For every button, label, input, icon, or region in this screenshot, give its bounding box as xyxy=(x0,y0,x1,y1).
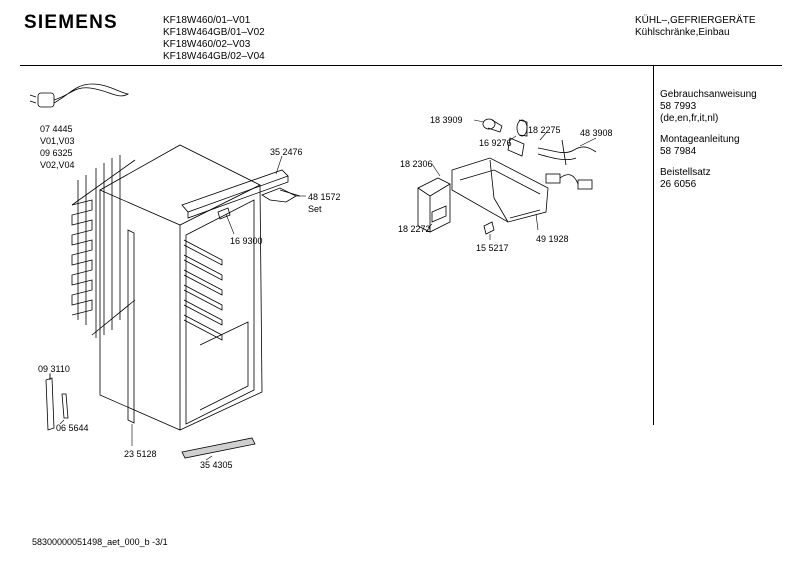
leader-lines xyxy=(49,119,597,461)
part-variant-label: V02,V04 xyxy=(40,160,75,170)
lamp-holder-icon xyxy=(516,119,528,137)
top-rail-icon xyxy=(181,169,289,219)
small-clip-icon xyxy=(483,221,495,235)
part-label: 18 2275 xyxy=(528,125,561,135)
shelf-guides-icon xyxy=(183,239,223,341)
model-code: KF18W460/02–V03 xyxy=(163,39,251,50)
assembly-label: Montageanleitung xyxy=(660,134,740,145)
brand-logo: SIEMENS xyxy=(24,12,118,33)
switch-icon xyxy=(507,137,525,157)
part-label: 49 1928 xyxy=(536,234,569,244)
part-label: 06 5644 xyxy=(56,423,89,433)
part-label: 09 6325 xyxy=(40,148,73,158)
model-code: KF18W460/01–V01 xyxy=(163,15,251,26)
condenser-icon xyxy=(71,155,136,338)
model-code: KF18W464GB/01–V02 xyxy=(163,27,265,38)
manual-label: Gebrauchsanweisung xyxy=(660,89,757,100)
document-id: 58300000051498_aet_000_b -3/1 xyxy=(32,537,168,547)
part-label: 23 5128 xyxy=(124,449,157,459)
part-label: 07 4445 xyxy=(40,124,73,134)
thermostat-sensor-icon xyxy=(45,374,55,431)
assembly-block: Montageanleitung 58 7984 xyxy=(660,134,740,158)
plug-icon xyxy=(61,393,69,419)
part-set-label: Set xyxy=(308,204,322,214)
part-label: 35 4305 xyxy=(200,460,233,470)
light-housing-icon xyxy=(451,157,549,223)
manual-number: 58 7993 xyxy=(660,101,697,112)
kit-block: Beistellsatz 26 6056 xyxy=(660,167,711,191)
part-label: 35 2476 xyxy=(270,147,303,157)
wiring-harness-icon xyxy=(537,139,597,190)
seal-strip-icon xyxy=(181,437,256,459)
part-label: 09 3110 xyxy=(38,364,70,374)
model-code: KF18W464GB/02–V04 xyxy=(163,51,265,62)
part-label: 18 2306 xyxy=(400,159,433,169)
part-label: 48 3908 xyxy=(580,128,613,138)
power-cord-icon xyxy=(29,83,130,108)
kit-number: 26 6056 xyxy=(660,179,697,190)
part-label: 16 9276 xyxy=(479,138,512,148)
clip-icon xyxy=(217,207,231,220)
fastener-set-icon xyxy=(261,187,301,203)
category-title: KÜHL–,GEFRIERGERÄTE xyxy=(635,15,756,26)
category-block: KÜHL–,GEFRIERGERÄTE Kühlschränke,Einbau xyxy=(635,15,756,39)
part-variant-label: V01,V03 xyxy=(40,136,75,146)
part-label: 48 1572 xyxy=(308,192,341,202)
kit-label: Beistellsatz xyxy=(660,167,711,178)
model-list: KF18W460/01–V01 KF18W464GB/01–V02 KF18W4… xyxy=(163,15,265,63)
sidebar-divider xyxy=(653,65,654,425)
part-label: 15 5217 xyxy=(476,243,509,253)
cabinet-icon xyxy=(99,144,263,431)
part-label: 16 9300 xyxy=(230,236,263,246)
part-label: 18 2272 xyxy=(398,224,431,234)
category-subtitle: Kühlschränke,Einbau xyxy=(635,27,730,38)
header-divider xyxy=(20,65,782,66)
lamp-bulb-icon xyxy=(482,118,503,133)
part-label: 18 3909 xyxy=(430,115,463,125)
manual-languages: (de,en,fr,it,nl) xyxy=(660,113,719,124)
manual-block: Gebrauchsanweisung 58 7993 (de,en,fr,it,… xyxy=(660,89,757,125)
assembly-number: 58 7984 xyxy=(660,146,697,157)
